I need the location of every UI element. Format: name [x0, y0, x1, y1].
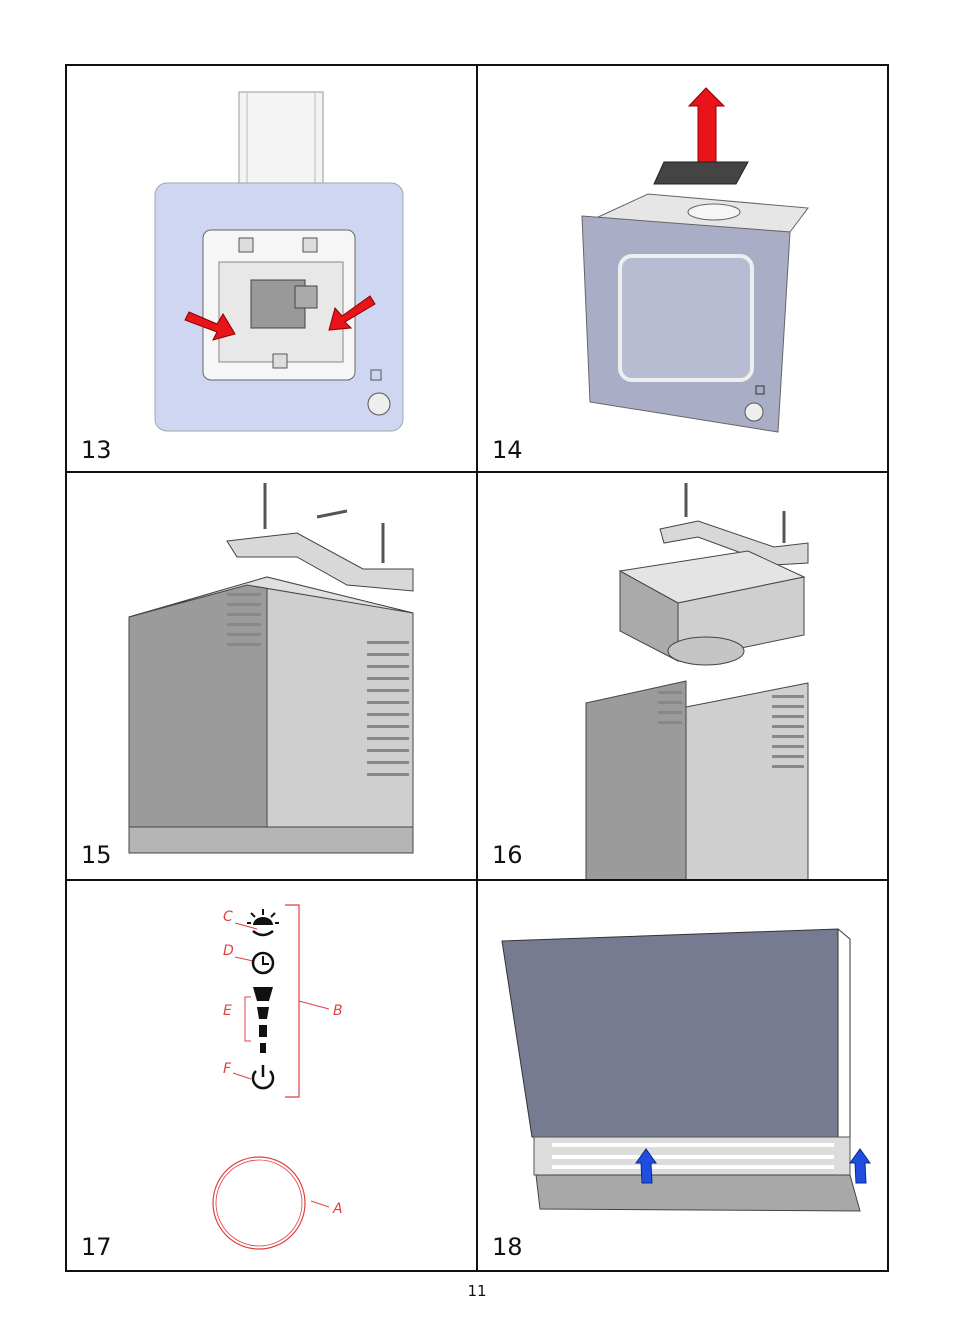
step-number: 14: [492, 436, 523, 464]
panel-15: 15: [67, 473, 476, 879]
label-c: C: [223, 909, 233, 925]
panel-18: 18: [478, 881, 887, 1272]
label-f: F: [223, 1061, 232, 1077]
fan-speed-icon: [253, 987, 273, 1053]
label-b: B: [333, 1003, 343, 1019]
step-number: 18: [492, 1233, 523, 1261]
light-icon: [247, 909, 279, 935]
power-icon: [253, 1065, 273, 1088]
timer-icon: [253, 953, 273, 973]
instruction-grid: 13 14: [65, 64, 889, 1272]
glass-panel-illustration: [478, 881, 887, 1272]
label-d: D: [223, 943, 234, 959]
chimney-assembly-illustration: [478, 473, 887, 879]
control-panel-diagram: C D E F B A: [67, 881, 476, 1272]
panel-13: 13: [67, 66, 476, 472]
page-number: 11: [0, 1282, 954, 1300]
step-number: 13: [81, 436, 112, 464]
panel-14: 14: [478, 66, 887, 472]
hood-bottom-view-illustration: [67, 66, 476, 472]
step-number: 15: [81, 841, 112, 869]
panel-17: C D E F B A 17: [67, 881, 476, 1287]
label-e: E: [223, 1003, 232, 1019]
panel-16: 16: [478, 473, 887, 879]
label-a: A: [332, 1201, 343, 1217]
hood-filter-removal-illustration: [478, 66, 887, 472]
step-number: 16: [492, 841, 523, 869]
chimney-bracket-illustration: [67, 473, 476, 879]
step-number: 17: [81, 1233, 112, 1261]
control-knob-outline: [213, 1157, 305, 1249]
